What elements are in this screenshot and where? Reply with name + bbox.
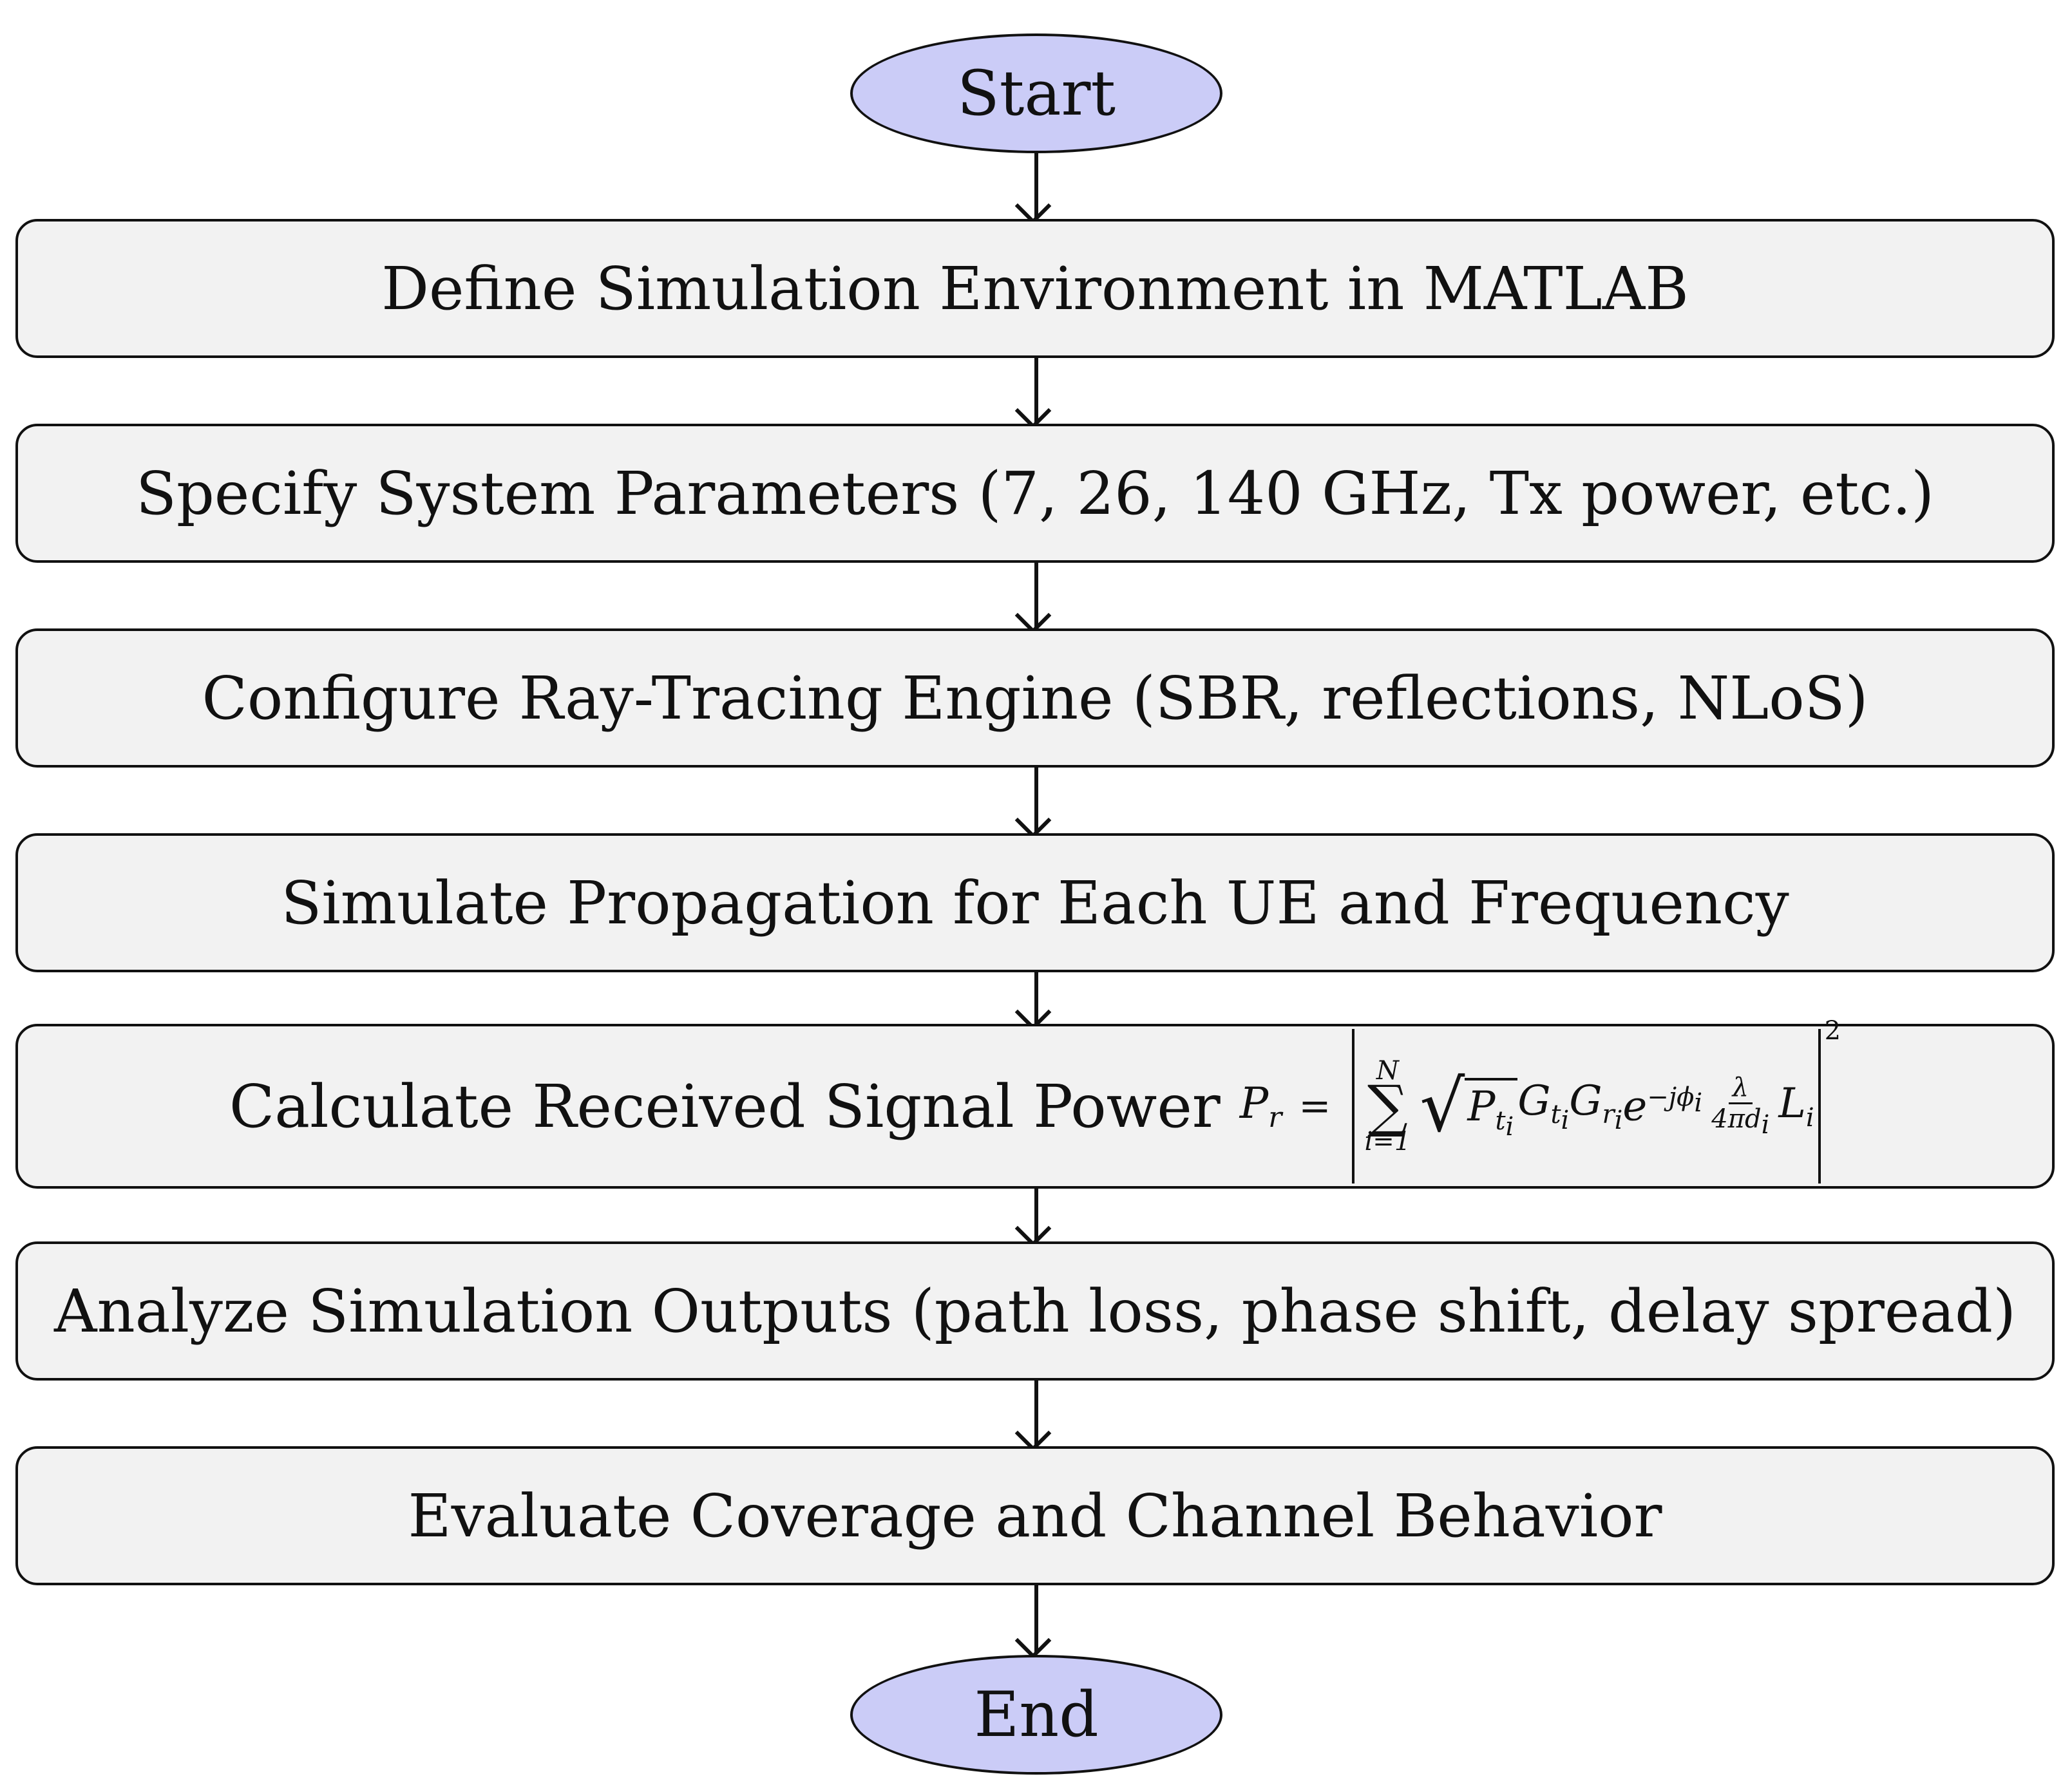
square-exponent: 2 bbox=[1824, 1016, 1841, 1046]
arrow-step6-to-step7 bbox=[1034, 1381, 1038, 1445]
phase-term: e−jϕi bbox=[1622, 1082, 1703, 1131]
arrow-step1-to-step2 bbox=[1034, 358, 1038, 422]
step-calculate-received-power: Calculate Received Signal Power Pr = N ∑… bbox=[15, 1016, 2055, 1189]
sum-lower-limit: i=1 bbox=[1364, 1127, 1411, 1157]
step-label: Simulate Propagation for Each UE and Fre… bbox=[281, 868, 1789, 938]
step-label: Calculate Received Signal Power bbox=[229, 1071, 1221, 1141]
fraction-numerator: λ bbox=[1728, 1073, 1753, 1104]
end-terminal: End bbox=[850, 1655, 1222, 1775]
step-define-environment: Define Simulation Environment in MATLAB bbox=[15, 219, 2055, 358]
step-label: Analyze Simulation Outputs (path loss, p… bbox=[54, 1276, 2016, 1346]
radical-sign-icon: √ bbox=[1420, 1065, 1465, 1147]
fraction-denominator: 4πdi bbox=[1711, 1104, 1770, 1140]
start-terminal: Start bbox=[850, 33, 1222, 153]
step-specify-parameters: Specify System Parameters (7, 26, 140 GH… bbox=[15, 424, 2055, 563]
arrow-step2-to-step3 bbox=[1034, 563, 1038, 627]
step-label: Configure Ray-Tracing Engine (SBR, refle… bbox=[202, 663, 1868, 733]
sum-symbol: ∑ bbox=[1367, 1072, 1408, 1139]
arrow-step3-to-step4 bbox=[1034, 768, 1038, 832]
radicand: Pti bbox=[1465, 1078, 1518, 1142]
formula-equals: = bbox=[1298, 1084, 1331, 1129]
end-label: End bbox=[974, 1679, 1099, 1751]
abs-bar-right bbox=[1818, 1029, 1821, 1184]
arrow-step7-to-end bbox=[1034, 1585, 1038, 1652]
sum-upper-limit: N bbox=[1376, 1055, 1399, 1086]
rx-gain: Gri bbox=[1569, 1077, 1623, 1136]
tx-gain: Gti bbox=[1517, 1077, 1570, 1136]
formula-lhs: Pr bbox=[1239, 1078, 1282, 1135]
step-analyze-outputs: Analyze Simulation Outputs (path loss, p… bbox=[15, 1241, 2055, 1381]
step-label: Specify System Parameters (7, 26, 140 GH… bbox=[135, 458, 1935, 528]
arrow-step5-to-step6 bbox=[1034, 1189, 1038, 1240]
step-simulate-propagation: Simulate Propagation for Each UE and Fre… bbox=[15, 833, 2055, 972]
step-label: Evaluate Coverage and Channel Behavior bbox=[408, 1481, 1662, 1551]
arrow-start-to-step1 bbox=[1034, 153, 1038, 218]
summation: N ∑ i=1 bbox=[1365, 1058, 1411, 1155]
step-configure-ray-tracing: Configure Ray-Tracing Engine (SBR, refle… bbox=[15, 628, 2055, 768]
received-power-formula: Pr = N ∑ i=1 √ Pti Gti Gri e−jϕi λ 4πdi … bbox=[1239, 1016, 1841, 1184]
start-label: Start bbox=[956, 57, 1116, 129]
step-label: Define Simulation Environment in MATLAB bbox=[381, 254, 1689, 323]
abs-bar-left bbox=[1351, 1029, 1354, 1184]
path-fraction: λ 4πdi bbox=[1711, 1073, 1769, 1140]
arrow-step4-to-step5 bbox=[1034, 972, 1038, 1024]
loss-term: Li bbox=[1778, 1080, 1814, 1133]
square-root: √ Pti bbox=[1420, 1065, 1518, 1147]
step-evaluate-coverage: Evaluate Coverage and Channel Behavior bbox=[15, 1446, 2055, 1585]
